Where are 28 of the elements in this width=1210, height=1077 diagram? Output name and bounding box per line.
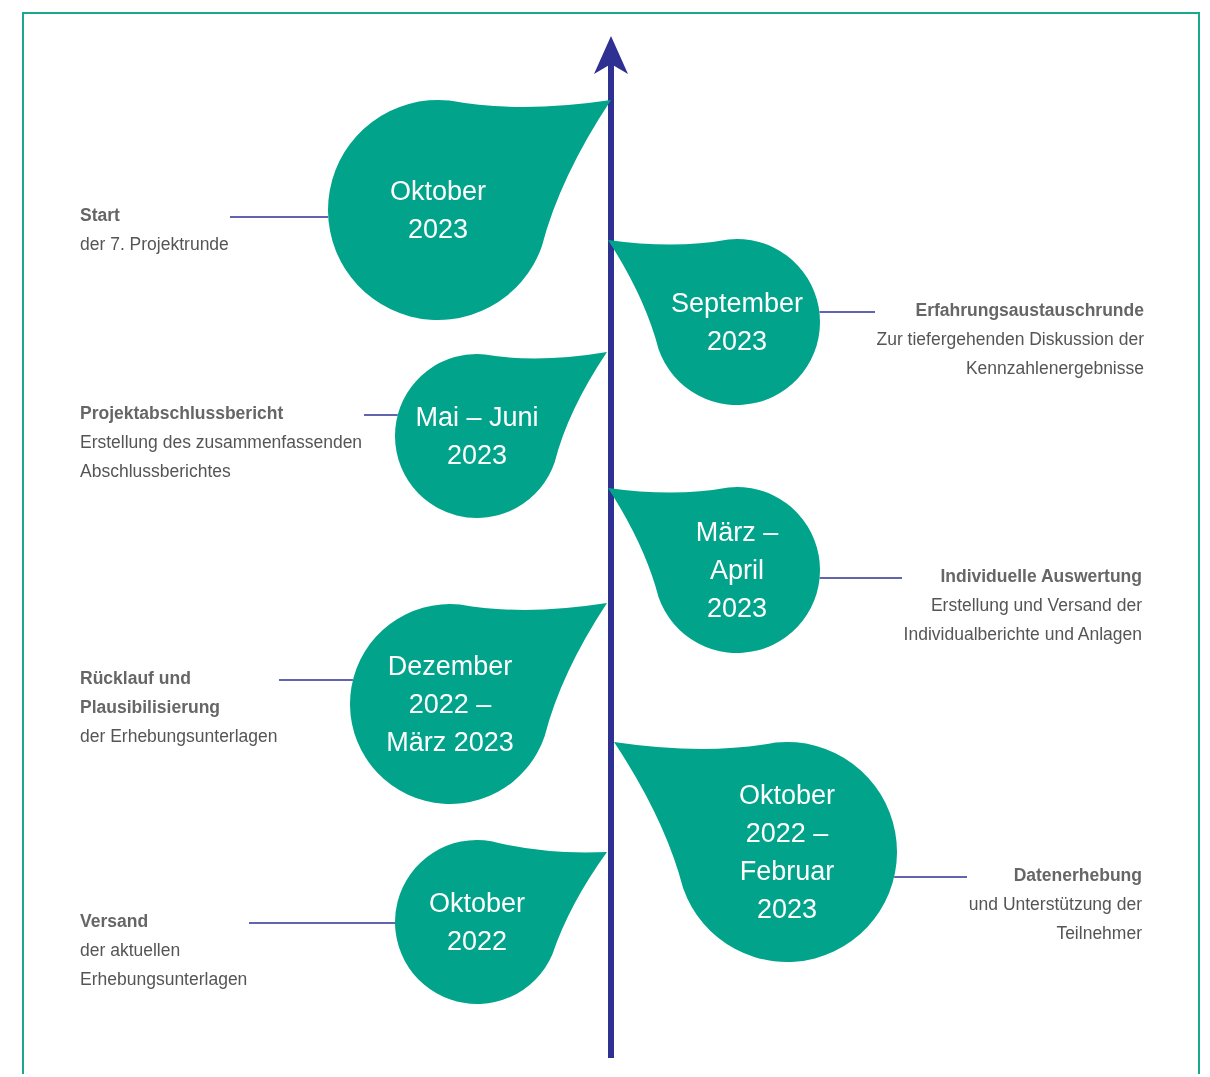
- leader-line: [278, 679, 354, 681]
- milestone-title: Rücklauf und Plausibilisierung: [80, 667, 222, 719]
- milestone-description: und Unterstützung der Teilnehmer: [967, 893, 1142, 945]
- date-label: September 2023: [669, 287, 805, 358]
- milestone-title: Erfahrungsaustauschrunde: [914, 299, 1144, 322]
- milestone-description: der Erhebungsunterlagen: [80, 725, 279, 748]
- date-label: Mai – Juni 2023: [414, 401, 540, 472]
- date-label: Dezember 2022 – März 2023: [385, 650, 515, 759]
- leader-line: [818, 311, 876, 313]
- milestone-description: Erstellung des zusammenfassenden Abschlussberichtes: [80, 431, 364, 483]
- milestone-description: der 7. Projektrunde: [80, 233, 230, 256]
- date-label: März – April 2023: [694, 516, 780, 625]
- milestone-description: Zur tiefergehenden Diskussion der Kennzahlenergebnisse: [875, 328, 1144, 380]
- milestone-description: Erstellung und Versand der Individualberichte und Anlagen: [902, 594, 1142, 646]
- milestone-title: Start: [80, 204, 121, 227]
- milestone-title: Versand: [80, 910, 150, 933]
- milestone-title: Individuelle Auswertung: [939, 565, 1142, 588]
- leader-line: [818, 577, 903, 579]
- milestone-title: Projektabschlussbericht: [80, 402, 285, 425]
- date-label: Oktober 2023: [388, 175, 487, 246]
- milestone-title: Datenerhebung: [1012, 864, 1142, 887]
- date-label: Oktober 2022 – Februar 2023: [737, 779, 836, 926]
- leader-line: [363, 414, 399, 416]
- milestone-description: der aktuellen Erhebungsunterlagen: [80, 939, 249, 991]
- leader-line: [893, 876, 968, 878]
- leader-line: [229, 216, 329, 218]
- leader-line: [248, 922, 396, 924]
- date-label: Oktober 2022: [427, 887, 526, 958]
